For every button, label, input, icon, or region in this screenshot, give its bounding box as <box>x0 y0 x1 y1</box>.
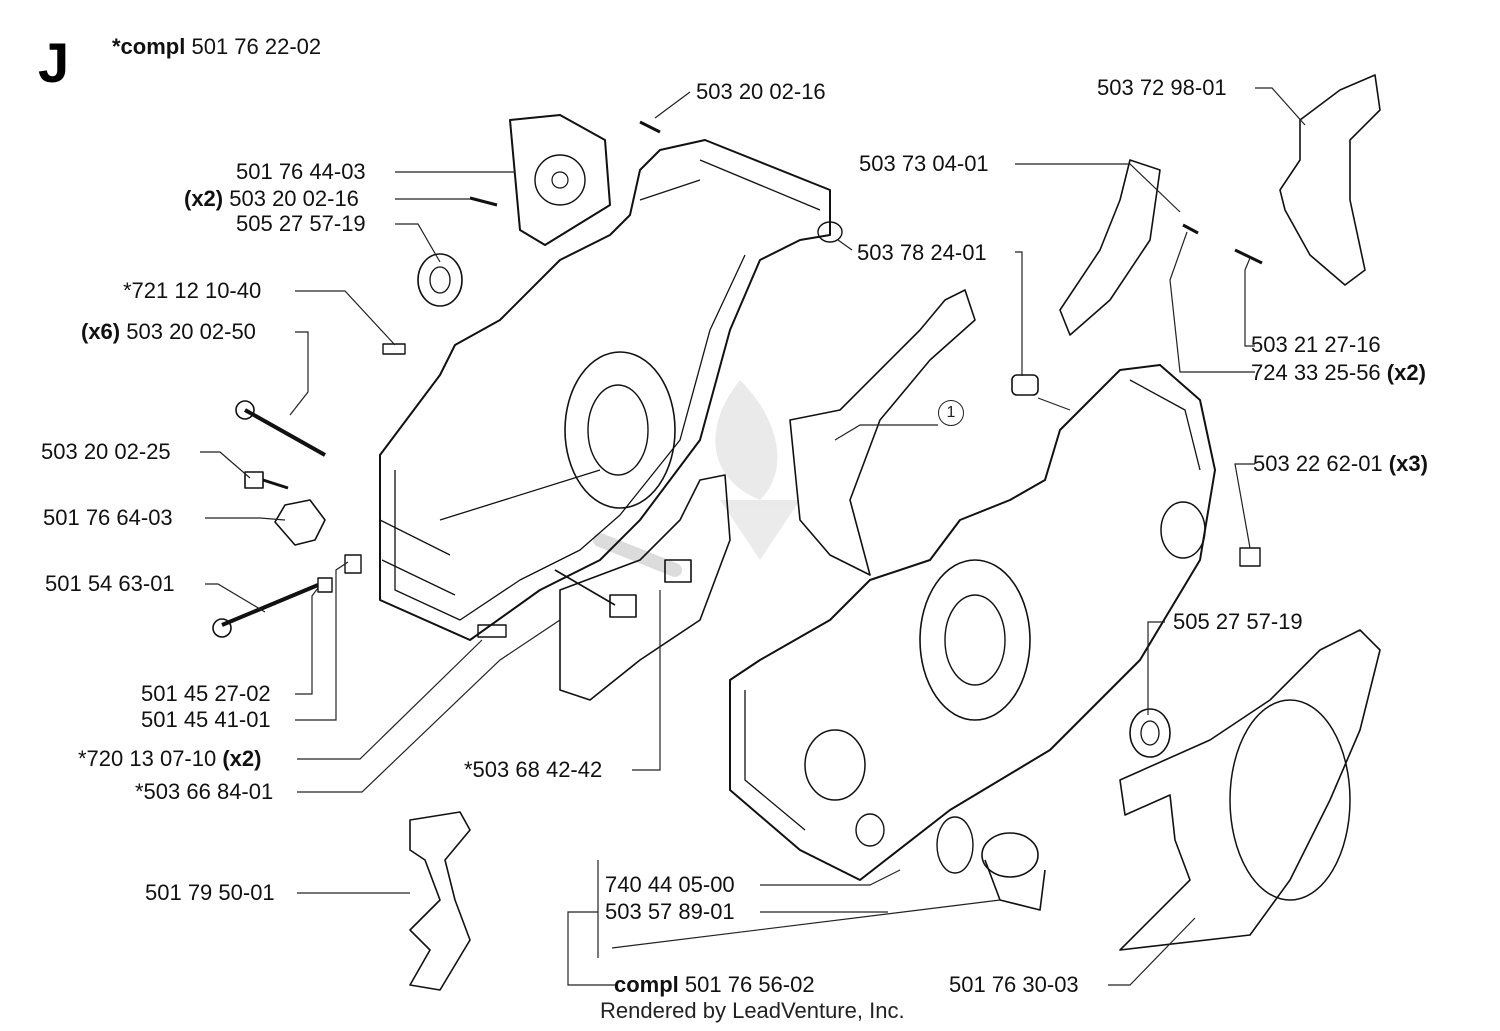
part-number: 503 20 02-16 <box>229 186 359 211</box>
chain-guard <box>1119 629 1381 951</box>
gasket-lower <box>559 474 731 701</box>
part-label: 501 76 64-03 <box>43 505 173 530</box>
part-label: 503 20 02-16 <box>696 79 826 104</box>
part-number: *720 13 07-10 <box>78 746 217 771</box>
part-label: 501 45 41-01 <box>141 707 271 732</box>
part-label: 724 33 25-56 (x2) <box>1251 360 1426 386</box>
footer-credit: Rendered by LeadVenture, Inc. <box>600 998 905 1023</box>
part-number: 503 20 02-50 <box>126 319 256 344</box>
part-label: 501 79 50-01 <box>145 880 275 905</box>
assembly-label: *compl 501 76 22-02 <box>112 34 321 60</box>
part-label: *720 13 07-10 (x2) <box>78 746 261 772</box>
part-prefix: compl <box>614 972 679 997</box>
cover-plate <box>509 114 611 246</box>
part-label: 503 22 62-01 (x3) <box>1253 451 1428 477</box>
long-screw <box>244 408 326 457</box>
part-label: 501 54 63-01 <box>45 571 175 596</box>
part-qty: (x2) <box>184 186 224 211</box>
section-letter: J <box>38 31 70 94</box>
part-label: 503 57 89-01 <box>605 899 735 924</box>
guide-plate <box>409 811 471 991</box>
part-label: 505 27 57-19 <box>236 211 366 236</box>
part-label: 501 76 44-03 <box>236 159 366 184</box>
assembly-number: 501 76 22-02 <box>191 34 322 59</box>
part-label: *503 68 42-42 <box>464 757 603 782</box>
part-label: 501 76 30-03 <box>949 972 1079 997</box>
part-qty: (x2) <box>222 746 262 771</box>
part-number: 503 22 62-01 <box>1253 451 1383 476</box>
part-label: 740 44 05-00 <box>605 872 735 897</box>
part-label: (x6) 503 20 02-50 <box>81 319 256 345</box>
deflector <box>1059 159 1161 336</box>
part-label: compl 501 76 56-02 <box>614 972 815 998</box>
assembly-prefix: *compl <box>112 34 186 59</box>
part-label: 503 72 98-01 <box>1097 75 1227 100</box>
reference-marker: 1 <box>938 400 964 426</box>
part-label: 503 73 04-01 <box>859 151 989 176</box>
part-label: *503 66 84-01 <box>135 779 274 804</box>
part-label: 503 78 24-01 <box>857 240 987 265</box>
muffler-cover <box>1279 74 1381 286</box>
part-label: (x2) 503 20 02-16 <box>184 186 359 212</box>
crankcase-right <box>729 364 1216 881</box>
watermark-logo <box>715 380 800 560</box>
part-label: 503 20 02-25 <box>41 439 171 464</box>
part-qty: (x2) <box>1386 360 1426 385</box>
part-number: 501 76 56-02 <box>684 972 815 997</box>
crankcase-left <box>379 139 831 641</box>
gasket-1 <box>789 289 976 576</box>
part-label: *721 12 10-40 <box>123 278 262 303</box>
part-label: 505 27 57-19 <box>1173 609 1303 634</box>
part-label: 503 21 27-16 <box>1251 332 1381 357</box>
part-qty: (x3) <box>1388 451 1428 476</box>
part-label: 501 45 27-02 <box>141 681 271 706</box>
part-number: 724 33 25-56 <box>1251 360 1381 385</box>
part-qty: (x6) <box>81 319 121 344</box>
